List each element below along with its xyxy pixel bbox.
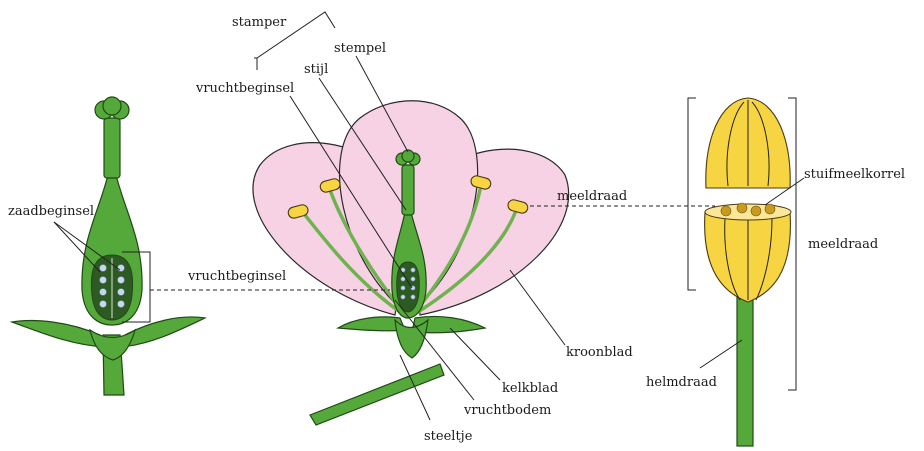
label-steeltje: steeltje (424, 429, 473, 444)
label-vruchtbodem: vruchtbodem (463, 403, 551, 418)
label-meeldraad-mid: meeldraad (557, 189, 627, 204)
center-flower (150, 12, 715, 425)
label-vruchtbeginsel-top: vruchtbeginsel (195, 81, 294, 96)
center-receptacle (395, 320, 428, 358)
label-stijl: stijl (304, 62, 328, 77)
label-stempel: stempel (334, 41, 386, 56)
right-stamen (688, 98, 804, 446)
right-filament (737, 296, 753, 446)
left-pistil (12, 97, 205, 395)
center-stalk (310, 364, 444, 425)
label-vruchtbeginsel-mid: vruchtbeginsel (187, 269, 286, 284)
label-helmdraad: helmdraad (646, 375, 717, 390)
label-kelkblad: kelkblad (502, 381, 558, 396)
label-meeldraad-right: meeldraad (808, 237, 878, 252)
right-bracket-left (688, 98, 696, 290)
label-stuifmeelkorrel: stuifmeelkorrel (804, 167, 905, 182)
label-zaadbeginsel: zaadbeginsel (8, 204, 94, 219)
left-stigma (95, 97, 129, 119)
left-style (104, 118, 120, 178)
label-stamper: stamper (232, 15, 287, 30)
right-anther-cut-face (705, 204, 791, 220)
label-kroonblad: kroonblad (566, 345, 633, 360)
